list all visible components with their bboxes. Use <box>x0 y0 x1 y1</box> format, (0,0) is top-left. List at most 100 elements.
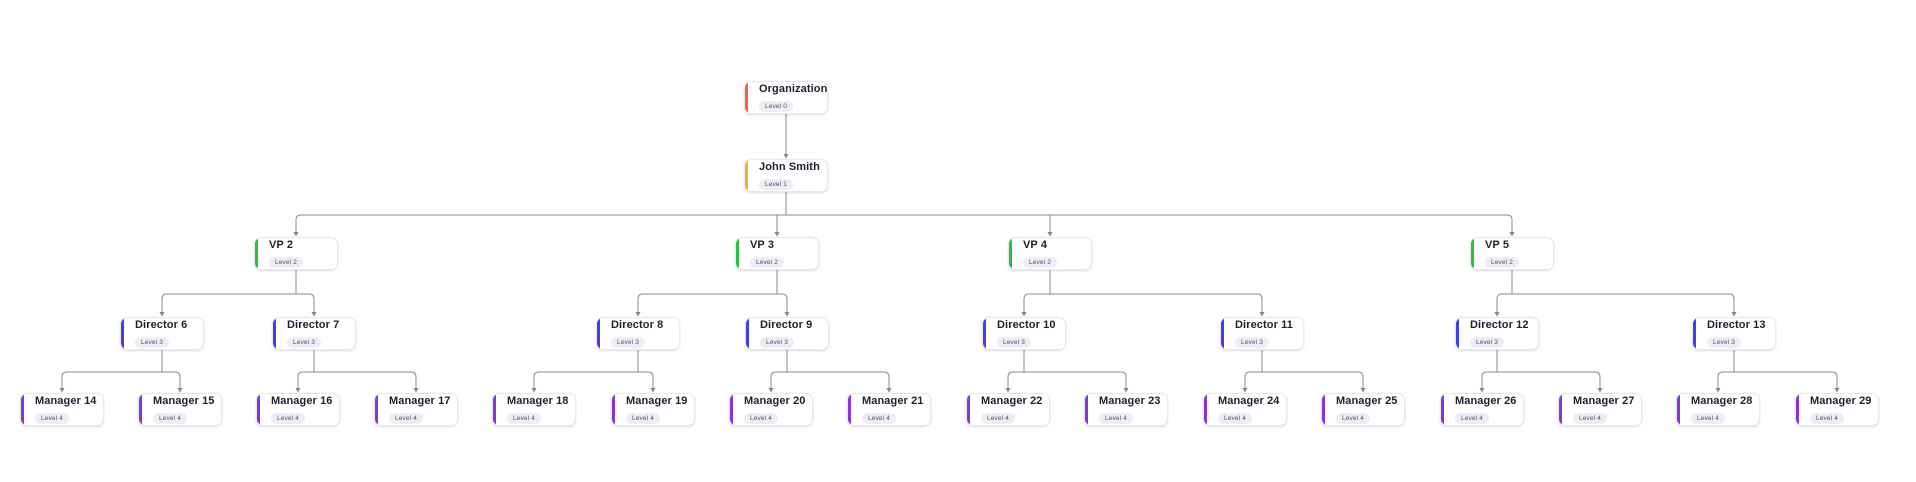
connector-d7-m17 <box>410 371 417 388</box>
org-node-title: Manager 15 <box>153 395 215 408</box>
org-node-level-badge: Level 1 <box>759 178 794 190</box>
connector-d13-m28 <box>1717 371 1724 388</box>
org-node-level-badge: Level 4 <box>1691 412 1726 424</box>
org-node-title: Manager 27 <box>1573 395 1635 408</box>
org-node-title: Director 12 <box>1470 319 1529 332</box>
connector-arrow-d6 <box>159 312 165 317</box>
connector-d13-m29 <box>1831 371 1838 388</box>
connector-arrow-m18 <box>531 388 537 393</box>
org-node-title: VP 4 <box>1023 239 1048 252</box>
connector-n1-v2 <box>295 214 302 232</box>
connector-arrow-m19 <box>650 388 656 393</box>
connector-d10-m23 <box>1120 371 1127 388</box>
org-node-level-badge: Level 4 <box>35 412 70 424</box>
connector-arrow-m27 <box>1597 388 1603 393</box>
connector-v4-d10 <box>1023 293 1030 312</box>
connector-v3-d8 <box>637 293 644 312</box>
connector-arrow-n1 <box>783 154 789 159</box>
connector-v5-d13 <box>1728 293 1735 312</box>
connector-d11-m24 <box>1244 371 1251 388</box>
connector-arrow-d10 <box>1021 312 1027 317</box>
connector-d12-m26 <box>1481 371 1488 388</box>
connector-v4-d11 <box>1256 293 1263 312</box>
connector-arrow-d12 <box>1494 312 1500 317</box>
org-node-level-badge: Level 4 <box>389 412 424 424</box>
connector-arrow-m14 <box>59 388 65 393</box>
org-node-level-badge: Level 2 <box>750 256 785 268</box>
org-node-v3[interactable]: VP 3 Level 2 <box>735 237 819 270</box>
org-node-level-badge: Level 3 <box>1707 336 1742 348</box>
connector-arrow-v3 <box>774 232 780 237</box>
org-node-title: Director 6 <box>135 319 188 332</box>
connector-d9-m20 <box>770 371 777 388</box>
org-node-level-badge: Level 3 <box>1235 336 1270 348</box>
connector-arrow-d8 <box>635 312 641 317</box>
connector-arrow-m25 <box>1360 388 1366 393</box>
org-node-title: Manager 28 <box>1691 395 1753 408</box>
connector-arrow-m15 <box>177 388 183 393</box>
org-node-d13[interactable]: Director 13 Level 3 <box>1692 317 1776 350</box>
org-node-m15[interactable]: Manager 15 Level 4 <box>138 393 222 426</box>
org-node-title: Manager 19 <box>626 395 688 408</box>
org-node-level-badge: Level 4 <box>981 412 1016 424</box>
connector-arrow-d9 <box>784 312 790 317</box>
connector-arrow-m29 <box>1834 388 1840 393</box>
org-node-title: Manager 24 <box>1218 395 1280 408</box>
connector-arrow-d7 <box>311 312 317 317</box>
connector-d8-m18 <box>533 371 540 388</box>
org-node-level-badge: Level 4 <box>1810 412 1845 424</box>
connector-d10-m22 <box>1007 371 1014 388</box>
org-node-m28[interactable]: Manager 28 Level 4 <box>1676 393 1760 426</box>
org-node-level-badge: Level 4 <box>1573 412 1608 424</box>
org-node-level-badge: Level 3 <box>760 336 795 348</box>
connector-v3-d9 <box>781 293 788 312</box>
connector-arrow-m26 <box>1479 388 1485 393</box>
org-node-title: Manager 16 <box>271 395 333 408</box>
org-node-title: Manager 18 <box>507 395 569 408</box>
org-node-m27[interactable]: Manager 27 Level 4 <box>1558 393 1642 426</box>
org-node-level-badge: Level 4 <box>153 412 188 424</box>
connector-arrow-v2 <box>293 232 299 237</box>
connector-v2-d6 <box>161 293 168 312</box>
org-node-title: Director 13 <box>1707 319 1766 332</box>
connector-arrow-m20 <box>768 388 774 393</box>
connector-arrow-m24 <box>1242 388 1248 393</box>
org-node-title: Director 10 <box>997 319 1056 332</box>
org-node-level-badge: Level 3 <box>611 336 646 348</box>
org-node-title: VP 2 <box>269 239 294 252</box>
org-node-title: Manager 14 <box>35 395 97 408</box>
org-node-title: Manager 22 <box>981 395 1043 408</box>
org-node-m22[interactable]: Manager 22 Level 4 <box>966 393 1050 426</box>
org-node-m14[interactable]: Manager 14 Level 4 <box>20 393 104 426</box>
org-node-level-badge: Level 4 <box>1455 412 1490 424</box>
connector-arrow-d13 <box>1731 312 1737 317</box>
org-node-level-badge: Level 3 <box>1470 336 1505 348</box>
org-node-d12[interactable]: Director 12 Level 3 <box>1455 317 1539 350</box>
connector-d6-m15 <box>174 371 181 388</box>
org-node-title: VP 3 <box>750 239 775 252</box>
org-node-title: Organization <box>759 83 828 96</box>
org-node-title: Manager 20 <box>744 395 806 408</box>
